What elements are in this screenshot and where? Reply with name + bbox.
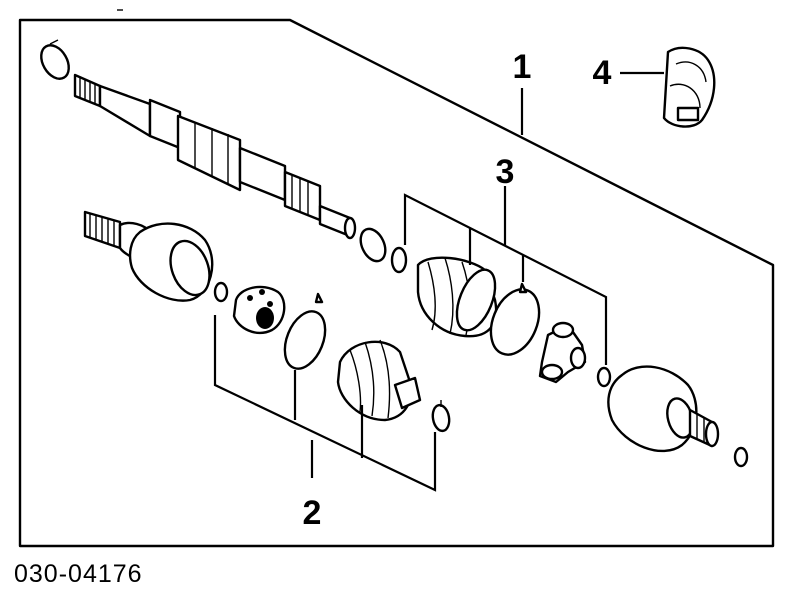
part-4-component	[662, 46, 716, 128]
assembly-frame	[18, 18, 775, 548]
callout-2-label: 2	[303, 494, 322, 532]
axle-shaft	[40, 39, 357, 240]
part-code: 030-04176	[14, 560, 143, 588]
callout-3-label: 3	[496, 153, 515, 191]
kit3-circlip	[359, 227, 387, 263]
callout-4-label: 4	[593, 54, 612, 92]
kit2-boot	[336, 340, 413, 422]
boot-kit-inner	[359, 227, 612, 388]
outer-cv-joint	[83, 210, 214, 302]
callout-3-bracket	[403, 186, 608, 365]
shaft-circlip-left	[40, 44, 70, 80]
kit2-boot-clip	[431, 403, 451, 433]
kit3-boot-band	[489, 288, 541, 356]
kit3-clip-small	[390, 246, 408, 274]
kit3-snap-ring	[596, 366, 612, 388]
kit2-boot-band-large	[283, 310, 327, 370]
boot-kit-outer	[213, 281, 451, 433]
inner-cv-joint	[607, 365, 749, 468]
callout-1-label: 1	[513, 48, 532, 86]
shaft-damper	[176, 114, 242, 192]
kit2-clip-small	[213, 281, 229, 303]
callout-2-bracket	[213, 315, 437, 492]
inner-stub-end	[704, 420, 720, 448]
shaft-spline-end	[73, 73, 102, 108]
inner-snap-ring	[733, 446, 749, 468]
